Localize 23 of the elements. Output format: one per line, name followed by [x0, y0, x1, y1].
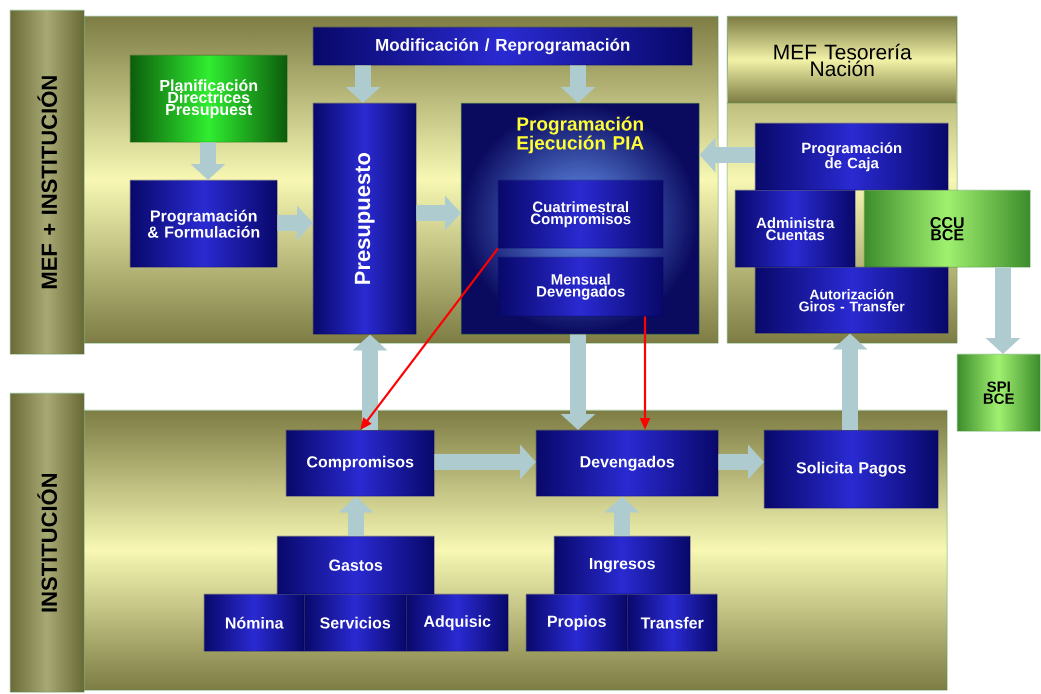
process-box: Solicita Pagos [764, 430, 939, 509]
process-box: CCU BCE [864, 190, 1031, 268]
process-box: Ingresos [554, 536, 691, 595]
lane-label-band: MEF + INSTITUCIÓN [10, 10, 85, 355]
process-box: Presupuesto [313, 103, 417, 335]
process-box: Administra Cuentas [735, 190, 856, 268]
process-box: Transfer [627, 594, 718, 652]
process-box: Cuatrimestral Compromisos [498, 180, 664, 249]
process-box: Autorización Giros - Transfer [755, 267, 949, 334]
process-box: Nómina [204, 594, 305, 652]
process-box: Programación & Formulación [130, 180, 278, 268]
lane-label-band: INSTITUCIÓN [10, 393, 85, 693]
process-box: Planificación Directrices Presupuest [130, 55, 288, 143]
process-box: Adquisic [406, 594, 509, 652]
process-box: Mensual Devengados [498, 257, 664, 317]
process-box: Compromisos [286, 430, 435, 497]
process-box: Gastos [277, 536, 435, 595]
process-box: Modificación / Reprogramación [313, 27, 693, 66]
process-box: SPI BCE [957, 354, 1041, 432]
process-box: Servicios [304, 594, 407, 652]
process-box: Programación de Caja [755, 123, 949, 191]
process-box: Propios [526, 594, 628, 652]
process-box: Devengados [536, 430, 719, 497]
